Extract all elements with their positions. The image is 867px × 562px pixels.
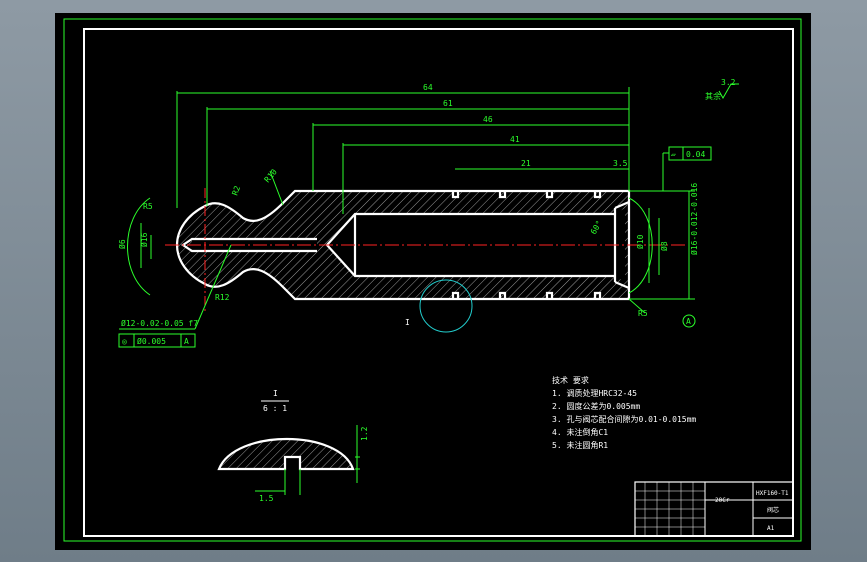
- flatness-frame: ▱ 0.04: [662, 146, 712, 191]
- dim-21: 21: [521, 159, 531, 168]
- dim-r5: R5: [143, 202, 153, 211]
- part-drawing: 64 61 46 41 21 3.5 Ø6 Ø16 R5 Ø10 Ø8 Ø16-…: [63, 18, 802, 542]
- dim-61: 61: [443, 99, 453, 108]
- title-drawing-no: HXF160-T1: [756, 490, 789, 497]
- detail-view: I 6 : 1 1.5 1.2: [217, 389, 369, 503]
- detail-view-label: I: [273, 389, 278, 398]
- concentricity-datum: A: [184, 337, 189, 346]
- sheet-outer-border: [63, 18, 802, 542]
- detail-callout-label: I: [405, 318, 410, 327]
- dim-dia-10: Ø10: [635, 234, 645, 249]
- dim-dia-6: Ø6: [117, 239, 127, 249]
- dimensions: 64 61 46 41 21 3.5 Ø6 Ø16 R5 Ø10 Ø8 Ø16-…: [117, 83, 699, 330]
- dim-r2: R2: [230, 184, 242, 196]
- cad-viewport[interactable]: 64 61 46 41 21 3.5 Ø6 Ø16 R5 Ø10 Ø8 Ø16-…: [55, 13, 811, 550]
- dim-dia-16-tol: Ø16-0.012-0.016: [689, 183, 699, 255]
- tech-req-item: 4. 未注倒角C1: [552, 427, 608, 437]
- tech-req-item: 2. 圆度公差为0.005mm: [552, 401, 640, 411]
- dim-dia-8: Ø8: [659, 241, 669, 251]
- flatness-value: 0.04: [686, 150, 705, 159]
- detail-view-scale: 6 : 1: [263, 404, 287, 413]
- technical-requirements: 技术 要求 1. 调质处理HRC32-45 2. 圆度公差为0.005mm 3.…: [552, 375, 696, 450]
- concentricity-value: Ø0.005: [137, 336, 166, 346]
- tech-req-item: 5. 未注圆角R1: [552, 440, 608, 450]
- title-part-name: 阀芯: [767, 506, 779, 514]
- dim-dia-16: Ø16: [139, 232, 149, 247]
- dim-r5-bottom: R5: [638, 309, 648, 318]
- surface-finish: 其余 3.2: [705, 78, 739, 101]
- title-material: 20Cr: [715, 497, 730, 504]
- dim-r12: R12: [215, 293, 230, 302]
- datum-label: A: [686, 317, 691, 326]
- dim-r10: R10: [263, 167, 279, 184]
- part-section: [165, 188, 685, 313]
- dim-3-5: 3.5: [613, 159, 628, 168]
- sheet-inner-border: [83, 28, 794, 537]
- surface-finish-label: 其余: [705, 91, 721, 101]
- tech-req-item: 1. 调质处理HRC32-45: [552, 388, 637, 398]
- dim-46: 46: [483, 115, 493, 124]
- tech-req-item: 3. 孔与阀芯配合间隙为0.01-0.015mm: [552, 414, 696, 424]
- flatness-symbol: ▱: [671, 150, 676, 159]
- detail-contour: [217, 437, 355, 471]
- title-sheet: A1: [767, 525, 775, 532]
- dim-41: 41: [510, 135, 520, 144]
- tech-req-title: 技术 要求: [552, 375, 589, 385]
- title-block: 20Cr HXF160-T1 阀芯 A1: [634, 481, 794, 537]
- detail-dim-height: 1.2: [360, 426, 369, 441]
- concentricity-symbol: ◎: [122, 337, 127, 346]
- concentricity-frame: ◎ Ø0.005 A: [118, 333, 196, 348]
- detail-callout-circle[interactable]: [419, 279, 473, 333]
- detail-dim-width: 1.5: [259, 494, 274, 503]
- dim-hole-tol: Ø12-0.02-0.05 f7: [121, 318, 198, 328]
- dim-64: 64: [423, 83, 433, 92]
- surface-finish-value: 3.2: [721, 78, 736, 87]
- datum-circle: [682, 314, 696, 328]
